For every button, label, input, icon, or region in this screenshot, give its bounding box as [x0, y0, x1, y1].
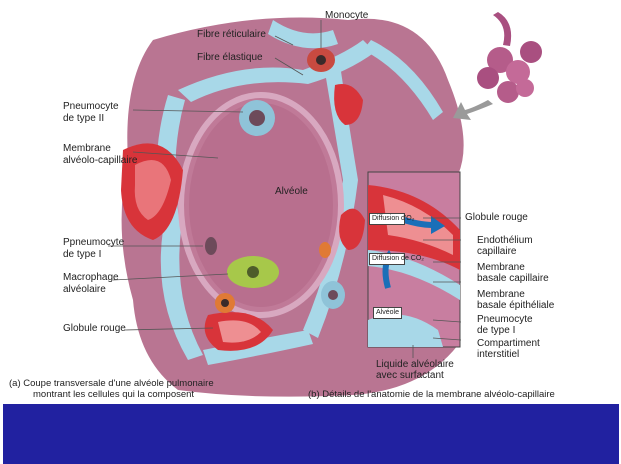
label-endothelium-2: capillaire — [477, 246, 516, 257]
label-liquide-1: Liquide alvéolaire — [376, 359, 454, 370]
label-monocyte: Monocyte — [325, 10, 368, 21]
label-pneumocyte-ii-1: Pneumocyte — [63, 101, 119, 112]
footer-band — [3, 404, 619, 464]
label-macrophage-2: alvéolaire — [63, 284, 106, 295]
caption-a-line2: montrant les cellules qui la composent — [33, 389, 194, 400]
label-membrane-basale-epi-2: basale épithéliale — [477, 300, 554, 311]
label-ppneumocyte-i-1: Ppneumocyte — [63, 237, 124, 248]
label-liquide-2: avec surfactant — [376, 370, 444, 381]
label-membrane-ac-1: Membrane — [63, 143, 111, 154]
label-globule-rouge-left: Globule rouge — [63, 323, 126, 334]
ppneumocyte-i-nucleus — [205, 237, 217, 255]
label-membrane-basale-epi-1: Membrane — [477, 289, 525, 300]
label-compartiment-2: interstitiel — [477, 349, 519, 360]
label-membrane-ac-2: alvéolo-capillaire — [63, 155, 137, 166]
label-alveole: Alvéole — [275, 186, 308, 197]
alveolus-illustration: Monocyte Fibre réticulaire Fibre élastiq… — [3, 0, 619, 404]
pointer-arrow — [453, 100, 493, 120]
caption-b: (b) Détails de l'anatomie de la membrane… — [308, 389, 555, 400]
label-diffusion-co2: Diffusion de CO₂ — [369, 253, 405, 265]
caption-a-line1: (a) Coupe transversale d'une alvéole pul… — [9, 378, 214, 389]
lung-lobule-icon — [477, 12, 542, 103]
label-compartiment-1: Compartiment — [477, 338, 540, 349]
label-alveole-box: Alvéole — [373, 307, 402, 319]
label-macrophage-1: Macrophage — [63, 272, 119, 283]
label-endothelium-1: Endothélium — [477, 235, 533, 246]
label-pneumocyte-i-2: de type I — [477, 325, 515, 336]
label-membrane-basale-cap-2: basale capillaire — [477, 273, 549, 284]
label-fibre-elastique: Fibre élastique — [197, 52, 263, 63]
label-diffusion-o2: Diffusion d'O₂ — [369, 213, 405, 225]
label-membrane-basale-cap-1: Membrane — [477, 262, 525, 273]
label-pneumocyte-i-1: Pneumocyte — [477, 314, 533, 325]
label-fibre-reticulaire: Fibre réticulaire — [197, 29, 266, 40]
label-pneumocyte-ii-2: de type II — [63, 113, 104, 124]
label-globule-rouge-right: Globule rouge — [465, 212, 528, 223]
label-ppneumocyte-i-2: de type I — [63, 249, 101, 260]
